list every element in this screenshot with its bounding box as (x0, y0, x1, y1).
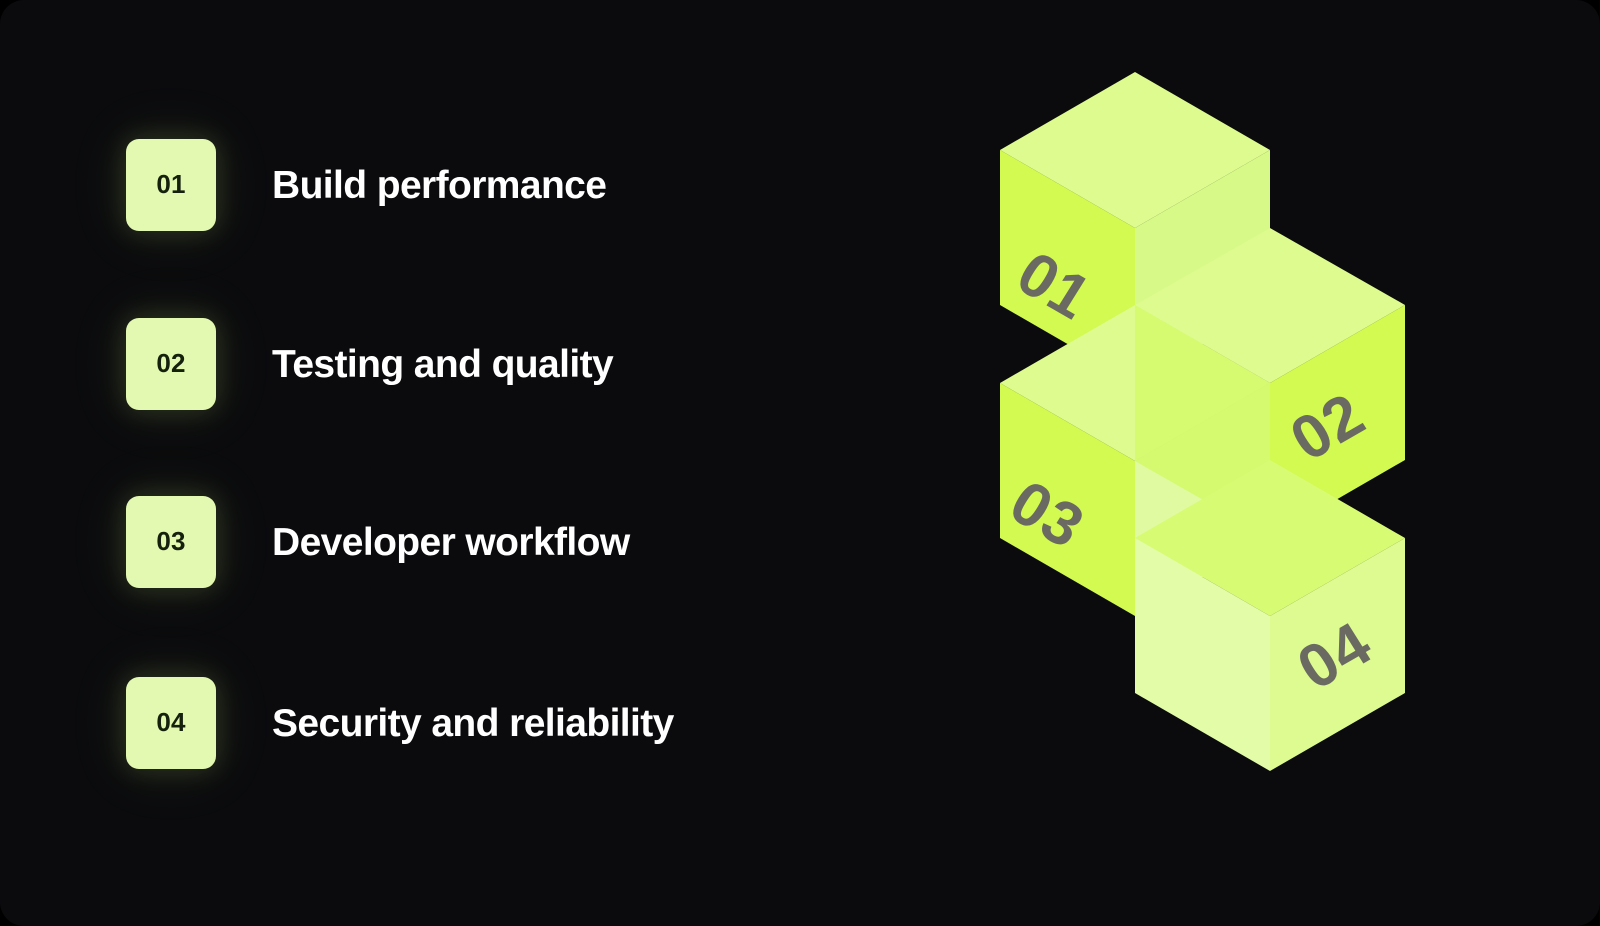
feature-number-badge: 04 (126, 677, 216, 769)
cube-04-left-face (1135, 538, 1270, 771)
cube-04-right-face (1270, 538, 1405, 771)
feature-number-badge: 01 (126, 139, 216, 231)
feature-row[interactable]: 01 Build performance (126, 139, 607, 231)
feature-row[interactable]: 04 Security and reliability (126, 677, 674, 769)
feature-row[interactable]: 02 Testing and quality (126, 318, 614, 410)
feature-number-label: 02 (156, 348, 186, 378)
feature-title: Testing and quality (272, 342, 614, 386)
feature-number-badge: 02 (126, 318, 216, 410)
feature-title: Developer workflow (272, 520, 630, 564)
feature-number-label: 01 (156, 169, 186, 199)
cube-04: 04 (1135, 460, 1405, 771)
feature-number-label: 03 (156, 526, 186, 556)
feature-list: 01 Build performance 02 Testing and qual… (126, 0, 866, 926)
cube-02-top-face (1135, 228, 1405, 383)
feature-title: Build performance (272, 163, 607, 207)
isometric-cube-illustration: 01 03 02 04 (940, 40, 1460, 880)
cube-03-left-face (1000, 383, 1135, 616)
feature-title: Security and reliability (272, 701, 674, 745)
feature-number-badge: 03 (126, 496, 216, 588)
feature-row[interactable]: 03 Developer workflow (126, 496, 630, 588)
feature-number-label: 04 (156, 707, 186, 737)
